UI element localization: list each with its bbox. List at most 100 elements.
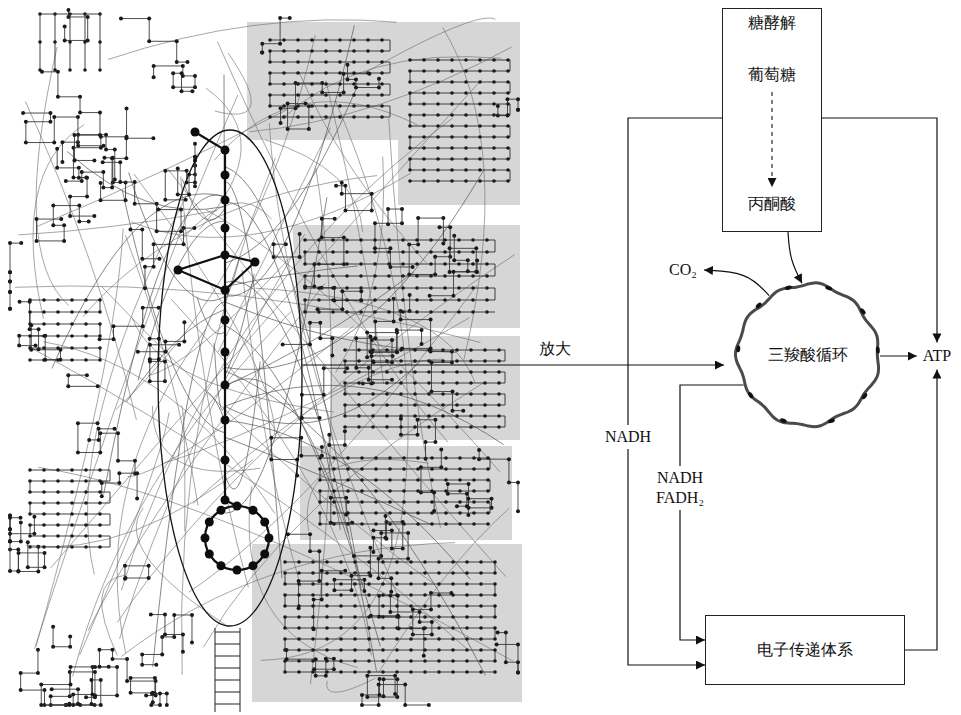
reaction-line: [165, 160, 195, 199]
metabolite-dot: [296, 104, 300, 108]
metabolite-dot: [84, 512, 88, 516]
metabolite-dot: [408, 293, 412, 297]
metabolite-dot: [28, 358, 32, 362]
metabolite-dot: [371, 359, 375, 363]
metabolite-dot: [396, 594, 400, 598]
metabolite-dot: [381, 571, 385, 575]
metabolite-dot: [516, 108, 520, 112]
reaction-curve: [206, 210, 500, 472]
metabolite-dot: [385, 392, 389, 396]
metabolite-dot: [314, 674, 318, 678]
metabolite-dot: [297, 670, 301, 674]
flow-connector: [788, 232, 802, 283]
metabolite-dot: [124, 576, 128, 580]
metabolite-dot: [413, 392, 417, 396]
metabolite-dot: [51, 223, 55, 227]
reaction-line: [89, 429, 114, 440]
metabolite-dot: [458, 478, 462, 482]
metabolite-dot: [416, 489, 420, 493]
shaded-region: [292, 225, 520, 328]
central-dot: [221, 381, 230, 390]
reaction-curve: [129, 172, 225, 300]
metabolite-dot: [359, 298, 363, 302]
metabolite-dot: [429, 250, 433, 254]
metabolite-dot: [422, 69, 426, 73]
metabolite-dot: [427, 359, 431, 363]
metabolite-dot: [56, 501, 60, 505]
metabolite-dot: [344, 496, 348, 500]
metabolite-dot: [478, 69, 482, 73]
metabolite-dot: [352, 71, 356, 75]
metabolite-dot: [475, 270, 479, 274]
metabolite-dot: [381, 560, 385, 564]
metabolite-dot: [415, 298, 419, 302]
metabolite-dot: [32, 515, 36, 519]
metabolite-dot: [423, 582, 427, 586]
metabolite-dot: [260, 51, 264, 55]
reaction-line: [331, 498, 352, 523]
metabolite-dot: [324, 115, 328, 119]
metabolite-dot: [320, 445, 324, 449]
metabolite-dot: [367, 637, 371, 641]
metabolite-dot: [406, 531, 410, 535]
metabolite-dot: [451, 593, 455, 597]
metabolite-dot: [354, 86, 358, 90]
metabolite-dot: [464, 91, 468, 95]
metabolite-dot: [8, 280, 12, 284]
metabolite-dot: [360, 703, 364, 707]
metabolite-dot: [413, 425, 417, 429]
metabolite-dot: [283, 637, 287, 641]
metabolite-dot: [42, 512, 46, 516]
metabolite-dot: [408, 113, 412, 117]
metabolite-dot: [141, 306, 145, 310]
metabolite-dot: [367, 604, 371, 608]
metabolite-dot: [359, 289, 363, 293]
metabolite-dot: [373, 319, 377, 323]
reaction-curve: [225, 169, 485, 370]
metabolite-dot: [381, 694, 385, 698]
metabolite-dot: [269, 458, 273, 462]
reaction-curve: [364, 18, 495, 73]
metabolite-dot: [297, 626, 301, 630]
metabolite-dot: [182, 339, 186, 343]
metabolite-dot: [100, 494, 104, 498]
metabolite-dot: [84, 695, 88, 699]
metabolite-dot: [28, 545, 32, 549]
metabolite-dot: [329, 496, 333, 500]
metabolite-dot: [357, 425, 361, 429]
metabolite-dot: [32, 532, 36, 536]
metabolite-dot: [458, 522, 462, 526]
metabolite-dot: [461, 409, 465, 413]
metabolite-dot: [455, 504, 459, 508]
metabolite-dot: [478, 91, 482, 95]
metabolite-dot: [443, 310, 447, 314]
metabolite-dot: [282, 115, 286, 119]
metabolite-dot: [464, 168, 468, 172]
metabolite-dot: [343, 381, 347, 385]
metabolite-dot: [408, 80, 412, 84]
metabolite-dot: [283, 626, 287, 630]
node-text: 电子传递体系: [757, 640, 853, 659]
metabolite-dot: [496, 631, 500, 635]
reaction-curve: [327, 678, 376, 692]
metabolite-dot: [377, 703, 381, 707]
reaction-line: [345, 350, 505, 427]
metabolite-dot: [452, 258, 456, 262]
metabolite-dot: [448, 270, 452, 274]
metabolite-dot: [180, 71, 184, 75]
metabolite-dot: [317, 549, 321, 553]
reaction-curve: [203, 383, 483, 647]
metabolite-dot: [373, 221, 377, 225]
metabolite-dot: [89, 702, 93, 706]
metabolite-dot: [478, 146, 482, 150]
metabolite-dot: [483, 414, 487, 418]
metabolite-dot: [381, 626, 385, 630]
reaction-curve: [15, 286, 481, 342]
metabolite-dot: [424, 457, 428, 461]
metabolite-dot: [28, 346, 32, 350]
metabolite-dot: [450, 179, 454, 183]
metabolite-dot: [311, 593, 315, 597]
metabolite-dot: [374, 522, 378, 526]
reaction-curve: [88, 283, 325, 630]
metabolite-dot: [479, 560, 483, 564]
